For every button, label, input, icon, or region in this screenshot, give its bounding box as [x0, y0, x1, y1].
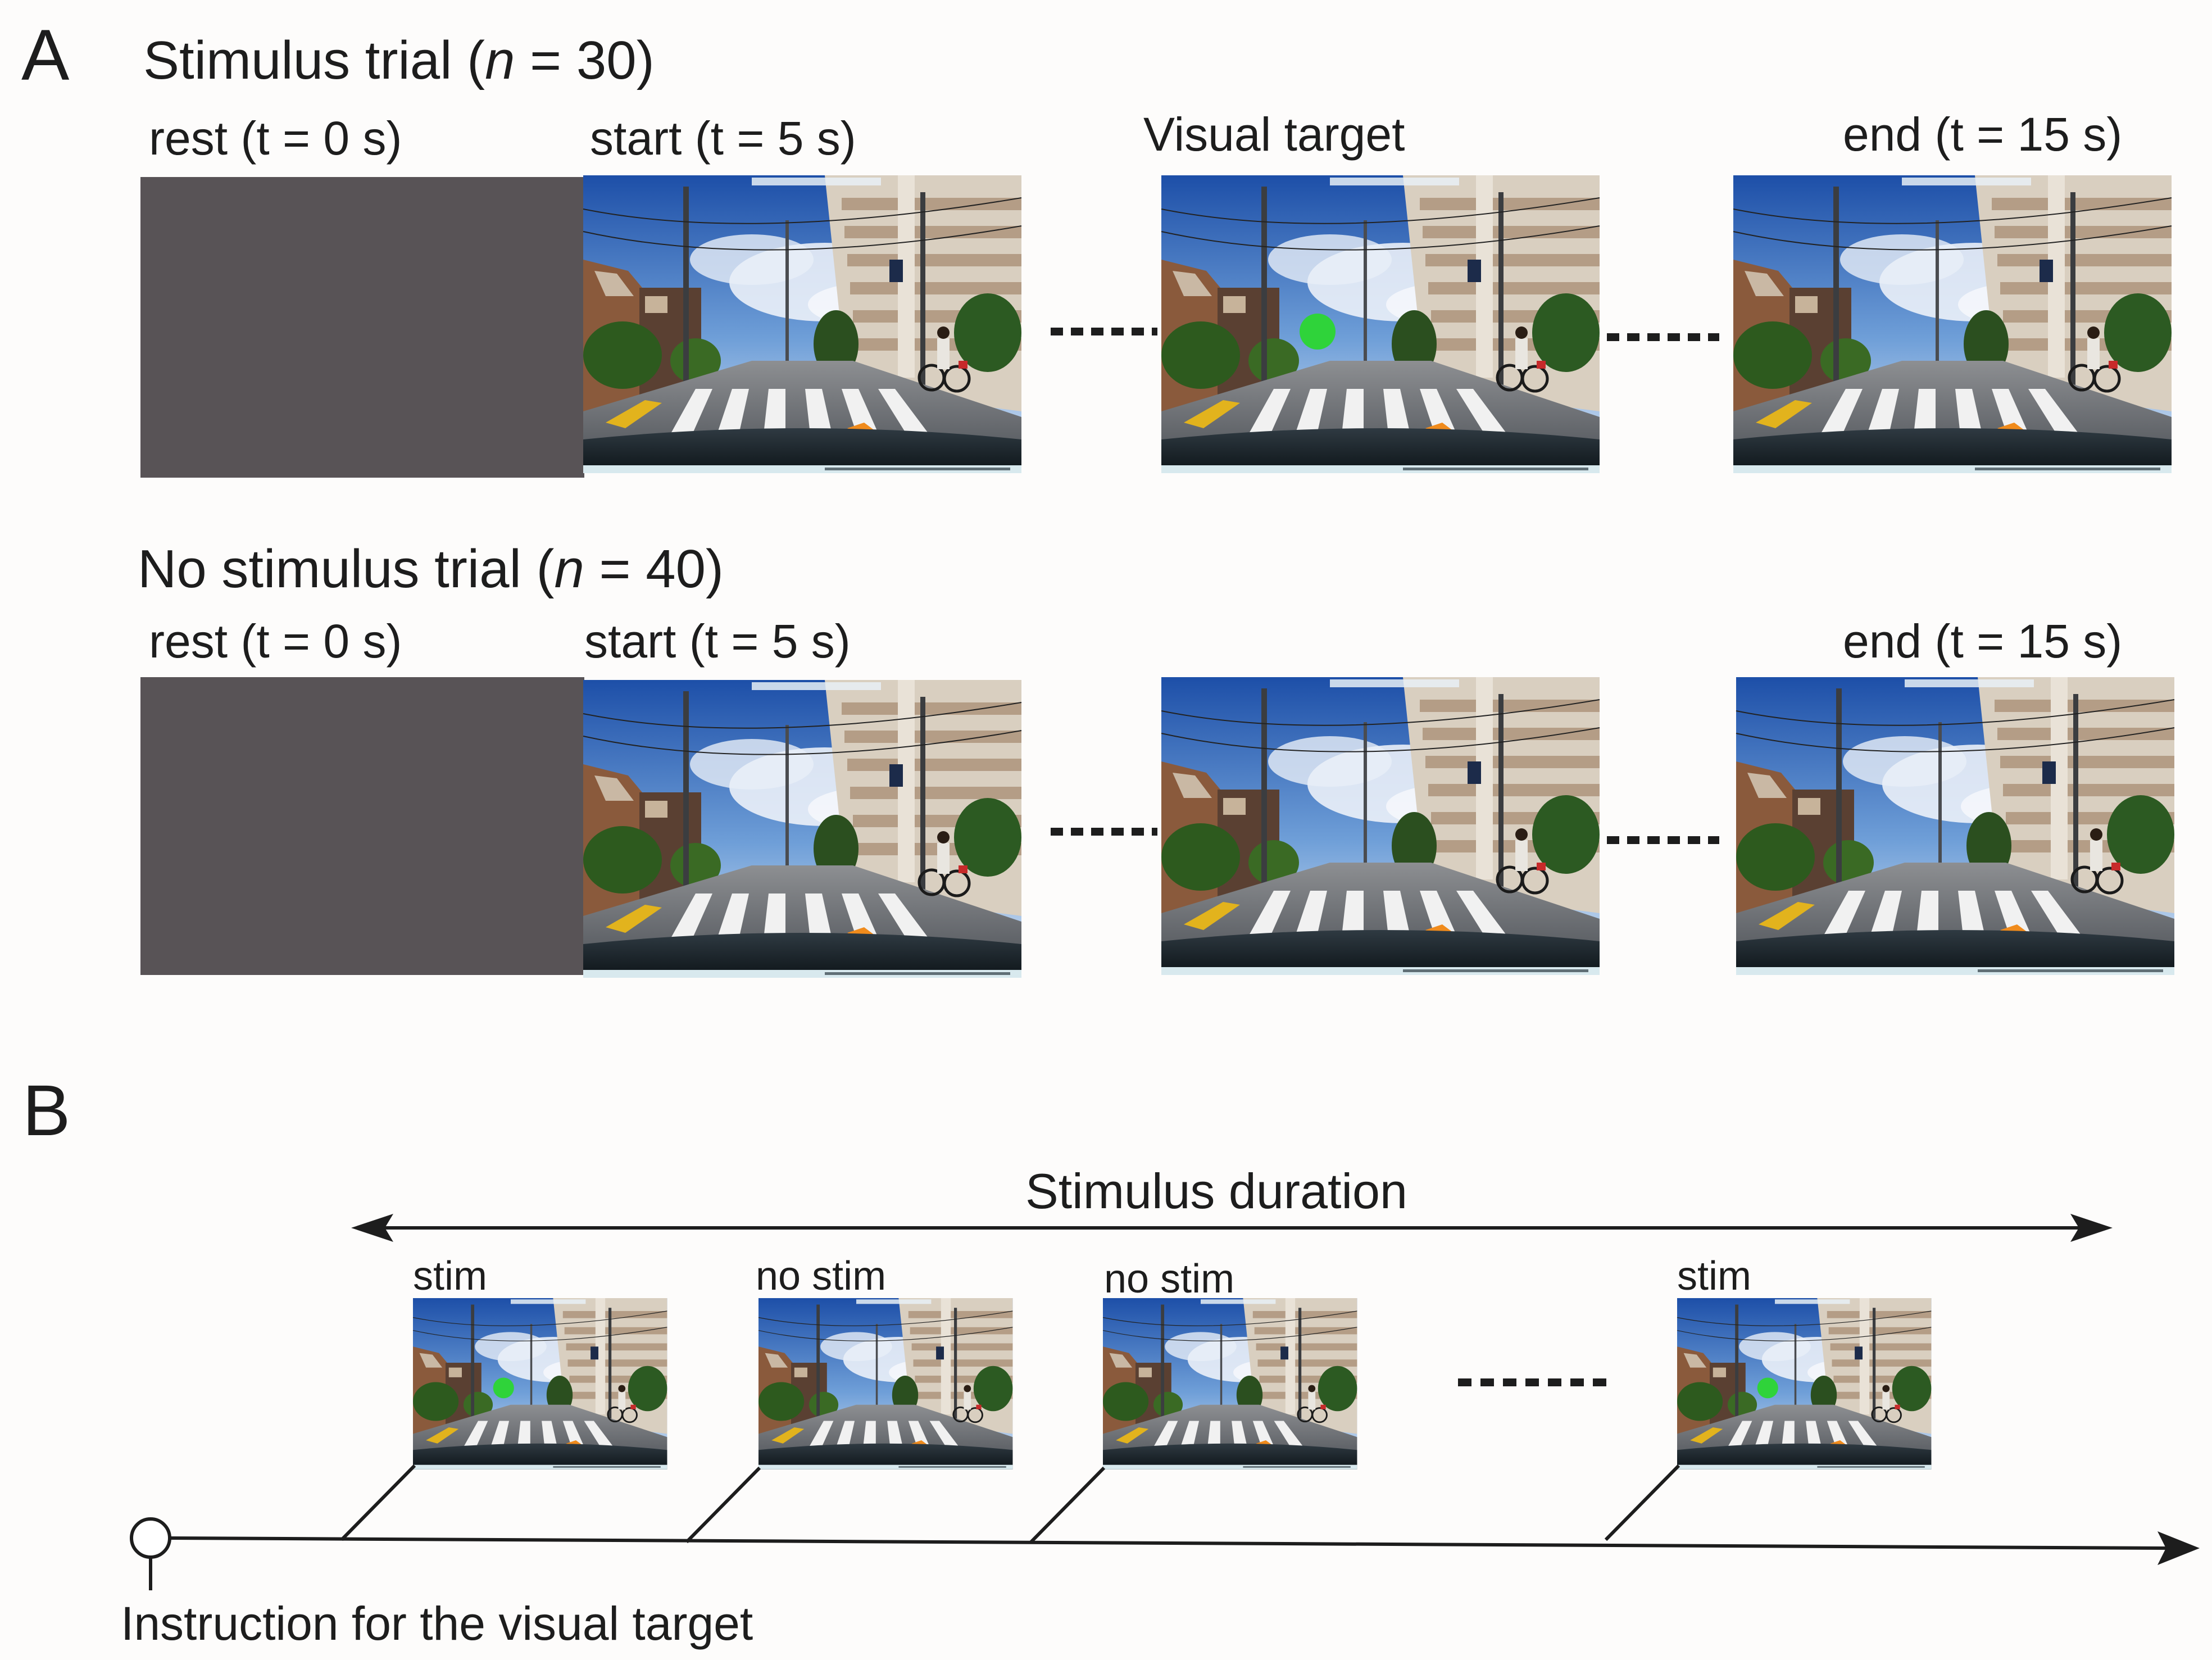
b-connector-2: [685, 1466, 761, 1544]
nostim-middle-frame: [1161, 677, 1600, 975]
no-stimulus-trial-title: No stimulus trial (n = 40): [138, 539, 724, 599]
panel-b-letter: B: [22, 1071, 70, 1151]
stim-start-label: start (t = 5 s): [590, 112, 856, 165]
b-frame-label-1: stim: [413, 1254, 487, 1299]
stim-rest-frame: [140, 177, 584, 478]
stim-end-label: end (t = 15 s): [1843, 108, 2122, 161]
visual-target-dot: [1300, 314, 1336, 350]
timeline-arrow: [168, 1531, 2200, 1565]
no-stimulus-title-prefix: No stimulus trial (: [138, 539, 555, 599]
b-frame-label-4: stim: [1677, 1254, 1751, 1299]
nostim-rest-frame: [140, 677, 584, 975]
b-frame-3: [1102, 1297, 1358, 1471]
stim-target-frame: [1161, 175, 1600, 473]
stimulus-trial-title: Stimulus trial (n = 30): [143, 30, 655, 90]
stim-rest-label: rest (t = 0 s): [149, 112, 402, 165]
stimulus-trial-title-n: n: [485, 30, 515, 90]
b-frame-label-2: no stim: [756, 1254, 886, 1299]
b-connector-1: [340, 1464, 416, 1541]
stim-start-frame: [583, 175, 1021, 473]
stimulus-trial-title-suffix: = 30): [515, 30, 655, 90]
visual-target-dot: [1757, 1377, 1778, 1399]
no-stimulus-title-suffix: = 40): [584, 539, 724, 599]
instruction-label: Instruction for the visual target: [121, 1597, 753, 1650]
b-connector-4: [1604, 1464, 1680, 1541]
nostim-end-label: end (t = 15 s): [1843, 615, 2122, 668]
no-stimulus-title-n: n: [554, 539, 584, 599]
nostim-end-frame: [1736, 677, 2174, 975]
stim-end-frame: [1733, 175, 2172, 473]
stimulus-duration-label: Stimulus duration: [1025, 1163, 1407, 1219]
stim-target-label: Visual target: [1143, 108, 1405, 161]
nostim-rest-label: rest (t = 0 s): [149, 615, 402, 668]
instruction-pin-icon: [130, 1517, 171, 1590]
double-headed-arrow: [351, 1214, 2113, 1242]
b-frame-2: [757, 1297, 1014, 1471]
nostim-start-frame: [583, 680, 1021, 978]
nostim-start-label: start (t = 5 s): [584, 615, 851, 668]
b-connector-3: [1029, 1466, 1106, 1544]
b-frame-label-3: no stim: [1104, 1257, 1234, 1301]
b-frame-4: [1676, 1297, 1932, 1471]
visual-target-dot: [493, 1377, 514, 1399]
b-frame-1: [412, 1297, 668, 1471]
panel-a-letter: A: [21, 15, 70, 96]
stimulus-trial-title-prefix: Stimulus trial (: [143, 30, 485, 90]
